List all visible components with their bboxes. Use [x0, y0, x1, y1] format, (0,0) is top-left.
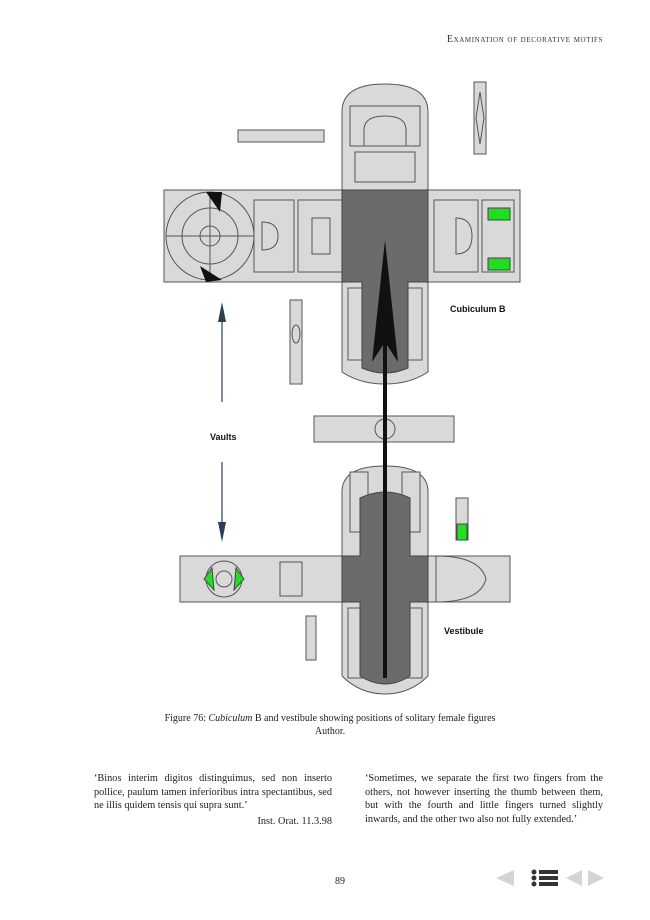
label-vaults: Vaults [210, 432, 237, 442]
english-translation-column: ‘Sometimes, we separate the first two fi… [365, 772, 603, 826]
latin-quote: ‘Binos interim digitos distinguimus, sed… [94, 773, 332, 811]
caption-italic: Cubiculum [208, 713, 253, 724]
citation: Inst. Orat. 11.3.98 [257, 815, 332, 827]
running-head: Examination of decorative motifs [446, 34, 603, 45]
back-icon[interactable] [564, 868, 584, 888]
label-vestibule: Vestibule [444, 626, 484, 636]
table-of-contents-icon[interactable] [530, 868, 560, 888]
page-navigation [494, 868, 614, 890]
forward-icon[interactable] [586, 868, 606, 888]
label-cubiculum-b: Cubiculum B [450, 304, 506, 314]
page-number: 89 [335, 876, 345, 887]
latin-quote-column: ‘Binos interim digitos distinguimus, sed… [94, 772, 332, 828]
floor-plan-figure: Cubiculum B Vaults Vestibule [163, 81, 521, 695]
figure-caption: Figure 76: Cubiculum B and vestibule sho… [60, 712, 600, 738]
caption-credit: Author. [314, 726, 346, 737]
previous-page-icon[interactable] [494, 868, 516, 888]
caption-text: B and vestibule showing positions of sol… [252, 713, 496, 724]
caption-prefix: Figure 76: [164, 713, 209, 724]
english-quote: ‘Sometimes, we separate the first two fi… [365, 773, 603, 825]
